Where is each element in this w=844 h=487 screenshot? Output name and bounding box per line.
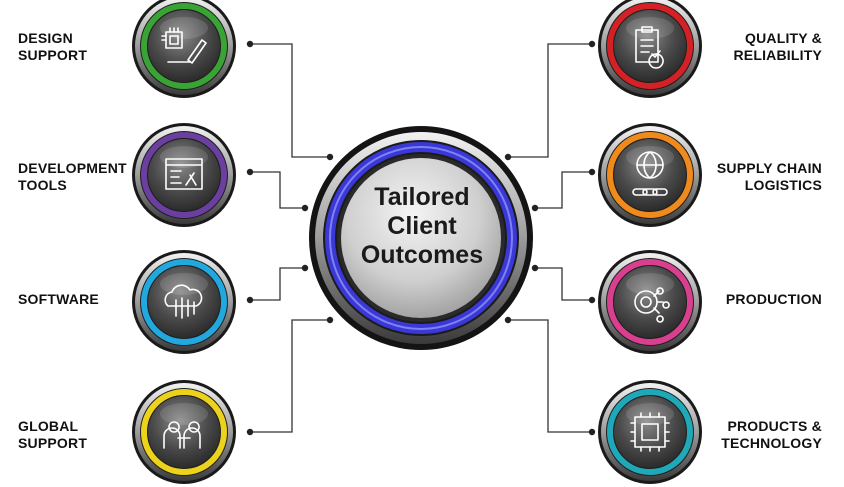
node-face bbox=[148, 266, 220, 338]
node-color-ring bbox=[607, 389, 693, 475]
connector-line bbox=[250, 319, 330, 433]
node-production bbox=[598, 250, 702, 354]
browser-tools-icon bbox=[165, 158, 203, 190]
label-line: TECHNOLOGY bbox=[721, 435, 822, 451]
checklist-icon bbox=[635, 26, 664, 69]
label-quality-reliability: QUALITY & RELIABILITY bbox=[733, 30, 822, 64]
label-line: PRODUCTS & bbox=[727, 418, 822, 434]
connector-line bbox=[535, 267, 592, 301]
label-line: SUPPLY CHAIN bbox=[716, 160, 822, 176]
node-global-support bbox=[132, 380, 236, 484]
circuit-chip-icon bbox=[630, 412, 670, 452]
label-line: GLOBAL bbox=[18, 418, 79, 434]
node-color-ring bbox=[141, 132, 227, 218]
connector-dot bbox=[588, 428, 596, 436]
center-title-line: Outcomes bbox=[360, 241, 484, 269]
label-line: SOFTWARE bbox=[18, 291, 99, 307]
node-highlight bbox=[160, 17, 208, 39]
connector-dot bbox=[531, 264, 539, 272]
connector-line bbox=[250, 43, 330, 158]
label-line: DEVELOPMENT bbox=[18, 160, 127, 176]
cloud-data-icon bbox=[164, 284, 203, 319]
node-products-technology bbox=[598, 380, 702, 484]
connector-dot bbox=[588, 168, 596, 176]
label-production: PRODUCTION bbox=[726, 291, 822, 308]
center-face bbox=[341, 158, 501, 318]
node-face bbox=[614, 396, 686, 468]
connector-dot bbox=[301, 204, 309, 212]
connector-dot bbox=[326, 153, 334, 161]
label-line: RELIABILITY bbox=[733, 47, 822, 63]
connector-dot bbox=[504, 316, 512, 324]
node-highlight bbox=[626, 17, 674, 39]
node-face bbox=[614, 266, 686, 338]
connector-line bbox=[535, 171, 592, 209]
label-line: SUPPORT bbox=[18, 435, 88, 451]
label-products-technology: PRODUCTS & TECHNOLOGY bbox=[721, 418, 822, 452]
connector-dot bbox=[588, 40, 596, 48]
center-title: Tailored Client Outcomes bbox=[338, 183, 506, 270]
connector-dot bbox=[301, 264, 309, 272]
label-design-support: DESIGN SUPPORT bbox=[18, 30, 87, 64]
label-line: DESIGN bbox=[18, 30, 73, 46]
label-global-support: GLOBAL SUPPORT bbox=[18, 418, 87, 452]
node-color-ring bbox=[607, 132, 693, 218]
connector-dot bbox=[588, 296, 596, 304]
connector-line bbox=[250, 267, 305, 301]
globe-chain-icon bbox=[632, 151, 668, 196]
label-line: PRODUCTION bbox=[725, 291, 822, 307]
connector-line bbox=[508, 43, 592, 158]
gear-network-icon bbox=[634, 287, 670, 323]
connector-dot bbox=[246, 428, 254, 436]
node-color-ring bbox=[141, 3, 227, 89]
label-line: TOOLS bbox=[18, 177, 67, 193]
center-title-line: Client bbox=[387, 212, 457, 240]
label-line: SUPPORT bbox=[18, 47, 88, 63]
connector-lines bbox=[246, 40, 596, 436]
node-software bbox=[132, 250, 236, 354]
node-face bbox=[148, 396, 220, 468]
center-glow bbox=[329, 146, 513, 330]
connector-dot bbox=[246, 168, 254, 176]
node-color-ring bbox=[607, 3, 693, 89]
node-highlight bbox=[160, 273, 208, 295]
node-face bbox=[148, 139, 220, 211]
people-support-icon bbox=[163, 421, 201, 449]
connector-dot bbox=[246, 296, 254, 304]
connector-dot bbox=[246, 40, 254, 48]
connector-dot bbox=[504, 153, 512, 161]
node-highlight bbox=[160, 403, 208, 425]
connector-dot bbox=[326, 316, 334, 324]
node-design-support bbox=[132, 0, 236, 98]
label-supply-chain-logistics: SUPPLY CHAIN LOGISTICS bbox=[717, 160, 822, 194]
center-title-line: Tailored bbox=[374, 183, 470, 211]
connector-dot bbox=[531, 204, 539, 212]
label-development-tools: DEVELOPMENT TOOLS bbox=[18, 160, 127, 194]
node-color-ring bbox=[141, 259, 227, 345]
node-face bbox=[614, 139, 686, 211]
connector-line bbox=[250, 171, 305, 209]
label-software: SOFTWARE bbox=[18, 291, 99, 308]
node-supply-chain-logistics bbox=[598, 123, 702, 227]
node-quality-reliability bbox=[598, 0, 702, 98]
label-line: LOGISTICS bbox=[744, 177, 822, 193]
node-color-ring bbox=[607, 259, 693, 345]
chip-pen-icon bbox=[161, 27, 207, 64]
connector-line bbox=[508, 319, 592, 433]
node-highlight bbox=[160, 146, 208, 168]
node-color-ring bbox=[141, 389, 227, 475]
label-line: QUALITY & bbox=[745, 30, 822, 46]
node-face bbox=[148, 10, 220, 82]
node-development-tools bbox=[132, 123, 236, 227]
